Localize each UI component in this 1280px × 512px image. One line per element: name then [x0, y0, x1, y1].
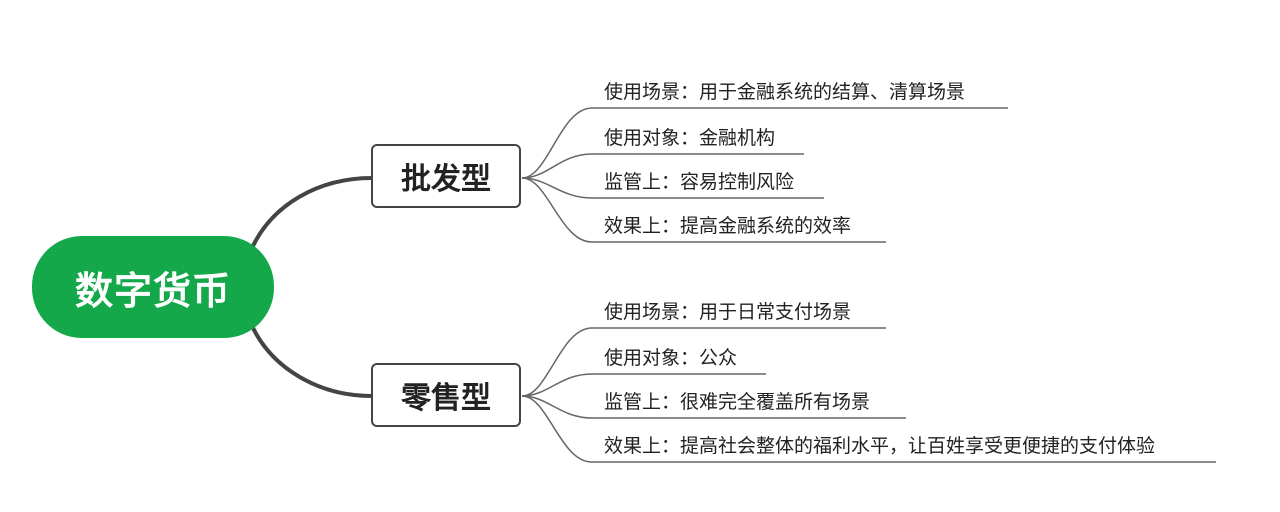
- retail-leaf-connectors: [521, 327, 1216, 463]
- root-to-wholesale-connector: [250, 176, 373, 249]
- retail-effect: 效果上：提高社会整体的福利水平，让百姓享受更便捷的支付体验: [604, 435, 1156, 457]
- branch-node-retail: 零售型: [371, 363, 521, 427]
- root-node-digital-currency: 数字货币: [32, 236, 274, 338]
- wholesale-effect: 效果上：提高金融系统的效率: [604, 215, 852, 237]
- wholesale-usage-target: 使用对象：金融机构: [604, 127, 776, 149]
- retail-usage-scenario: 使用场景：用于日常支付场景: [604, 301, 852, 323]
- retail-regulation: 监管上：很难完全覆盖所有场景: [604, 391, 871, 413]
- retail-usage-target: 使用对象：公众: [604, 347, 738, 369]
- wholesale-leaf-connectors: [521, 107, 1008, 243]
- wholesale-usage-scenario: 使用场景：用于金融系统的结算、清算场景: [604, 81, 966, 103]
- branch-node-wholesale: 批发型: [371, 144, 521, 208]
- root-to-retail-connector: [250, 325, 373, 398]
- wholesale-regulation: 监管上：容易控制风险: [604, 171, 795, 193]
